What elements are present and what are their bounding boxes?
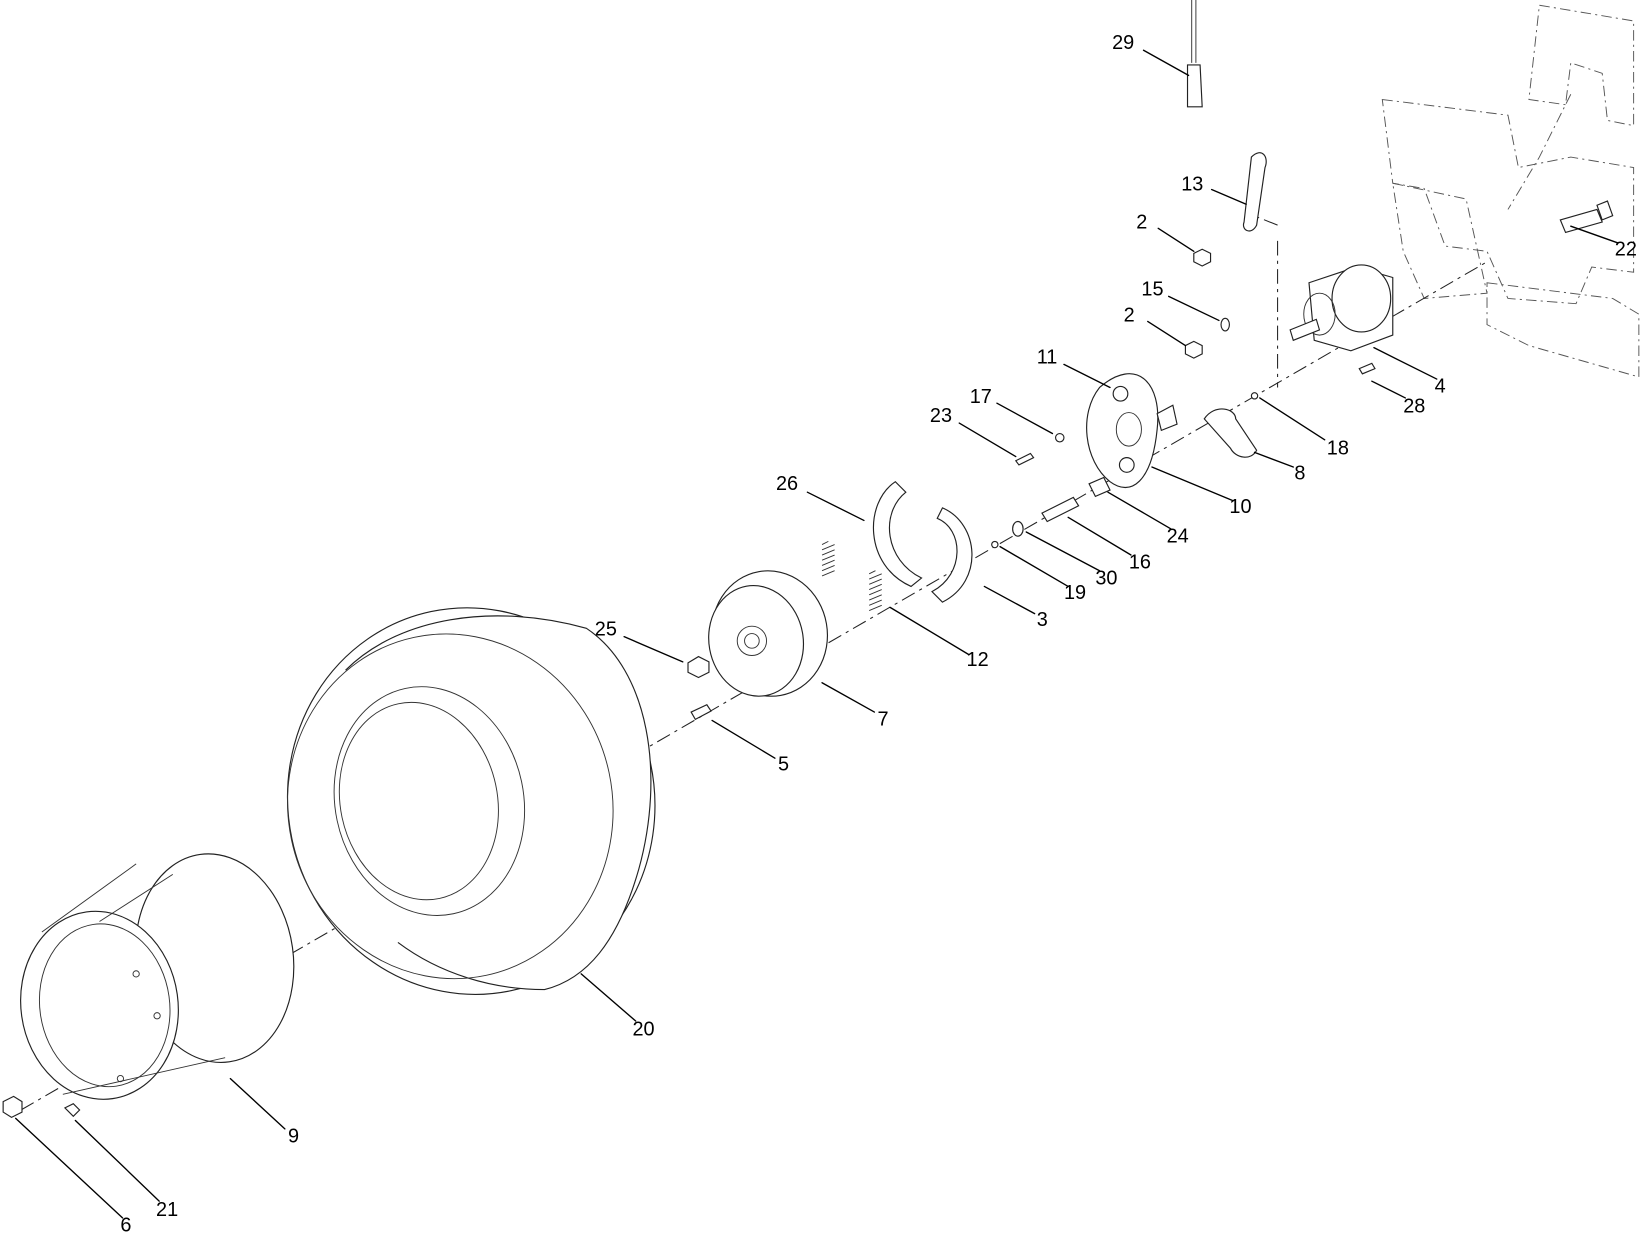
callout-11: 11 xyxy=(1037,346,1058,368)
callout-10: 10 xyxy=(1229,496,1251,518)
washer xyxy=(1012,520,1024,537)
callout-6: 6 xyxy=(120,1214,131,1236)
callout-17: 17 xyxy=(970,386,992,408)
callout-25: 25 xyxy=(595,619,617,641)
brake-cable xyxy=(1191,0,1197,63)
valve-stem xyxy=(63,1103,81,1118)
spring xyxy=(821,540,835,577)
tire xyxy=(286,607,656,995)
nut xyxy=(1184,340,1203,359)
spring xyxy=(868,570,882,611)
callout-12: 12 xyxy=(967,649,989,671)
callout-7: 7 xyxy=(878,709,889,731)
callout-21: 21 xyxy=(156,1199,178,1221)
callout-26: 26 xyxy=(776,473,798,495)
callout-24: 24 xyxy=(1167,525,1189,547)
callout-4: 4 xyxy=(1435,376,1446,398)
callouts: 29 13 2 22 15 2 4 28 11 17 23 18 8 26 10… xyxy=(15,32,1637,1236)
brake-cam xyxy=(1041,496,1080,523)
callout-15: 15 xyxy=(1141,278,1163,300)
callout-19: 19 xyxy=(1064,582,1086,604)
bushing xyxy=(1088,476,1111,498)
callout-8: 8 xyxy=(1294,463,1305,485)
hub-nut xyxy=(687,655,710,679)
bolt-axis xyxy=(1251,214,1279,388)
callout-20: 20 xyxy=(633,1019,655,1041)
backing-plate xyxy=(1086,373,1178,489)
callout-30: 30 xyxy=(1095,567,1117,589)
nut xyxy=(1193,248,1212,267)
callout-5: 5 xyxy=(778,754,789,776)
wheel-motor xyxy=(1289,264,1394,352)
wheel-stud xyxy=(690,704,712,721)
callout-23: 23 xyxy=(930,405,952,427)
lug-nut xyxy=(2,1095,23,1118)
callout-2: 2 xyxy=(1124,304,1135,326)
callout-28: 28 xyxy=(1403,396,1425,418)
callout-18: 18 xyxy=(1327,437,1349,459)
brake-arm xyxy=(1203,408,1258,458)
brake-lever xyxy=(1242,152,1267,232)
brake-drum xyxy=(708,570,829,697)
o-ring xyxy=(991,540,999,549)
wheel-rim xyxy=(20,853,295,1100)
callout-16: 16 xyxy=(1129,552,1151,574)
brake-shoe xyxy=(931,507,973,603)
screw xyxy=(1014,452,1035,466)
chassis-frame xyxy=(1381,4,1640,378)
callout-22: 22 xyxy=(1615,239,1637,261)
cable-clevis xyxy=(1186,64,1203,108)
callout-2: 2 xyxy=(1136,211,1147,233)
bolt xyxy=(1559,200,1614,234)
brake-shoe xyxy=(872,480,923,588)
washer xyxy=(1054,432,1065,443)
callout-29: 29 xyxy=(1112,32,1134,54)
washer xyxy=(1220,317,1230,332)
callout-9: 9 xyxy=(288,1125,299,1147)
callout-13: 13 xyxy=(1181,174,1203,196)
key xyxy=(1358,362,1376,375)
callout-3: 3 xyxy=(1037,609,1048,631)
retaining-ring xyxy=(1250,392,1259,400)
